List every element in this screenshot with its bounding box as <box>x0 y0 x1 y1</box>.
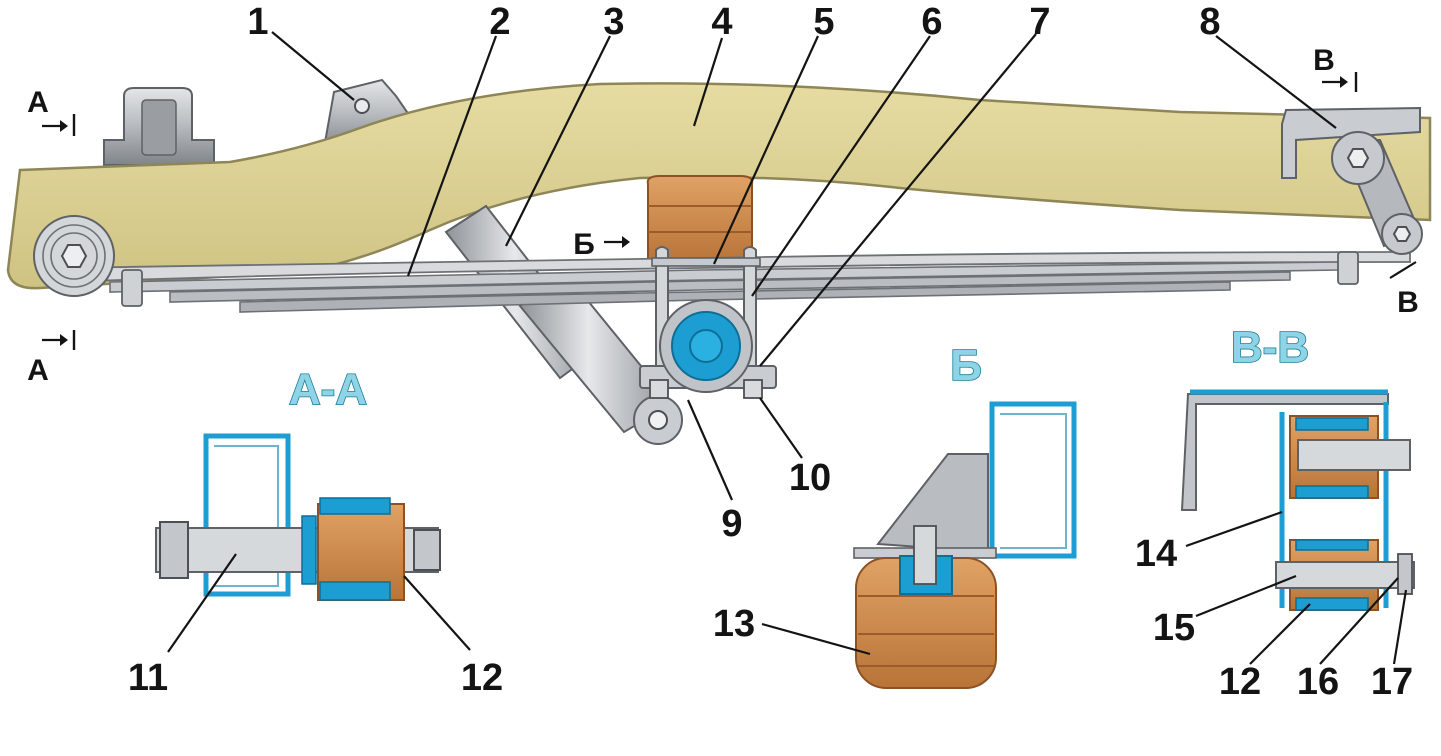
section-view-aa <box>155 433 441 601</box>
leader-lines-details <box>167 510 1408 665</box>
section-mark-v-bottom: В <box>1397 286 1419 319</box>
shock-absorber <box>444 204 683 445</box>
callout-1: 1 <box>247 1 268 43</box>
callout-17: 17 <box>1371 661 1413 703</box>
callout-11: 11 <box>128 657 168 699</box>
callout-numbers: 1 2 3 4 5 6 7 8 9 10 11 12 13 14 15 12 1… <box>128 1 1413 703</box>
callout-4: 4 <box>711 1 732 43</box>
callout-5: 5 <box>813 1 834 43</box>
callout-3: 3 <box>603 1 624 43</box>
view-title-vv: В-В <box>1231 323 1309 372</box>
section-mark-b: Б <box>573 228 595 261</box>
leaf-spring <box>59 251 1411 313</box>
callout-8: 8 <box>1199 1 1220 43</box>
callout-16: 16 <box>1297 661 1339 703</box>
view-title-b: Б <box>950 341 982 390</box>
callout-10: 10 <box>789 457 831 499</box>
section-view-b <box>853 401 1077 689</box>
section-mark-a-bottom: А <box>27 354 49 387</box>
callout-9: 9 <box>721 503 742 545</box>
callout-6: 6 <box>921 1 942 43</box>
spring-clip-rear <box>1337 251 1359 285</box>
section-mark-v-top: В <box>1313 44 1335 77</box>
spring-front-eye <box>33 215 115 297</box>
callout-7: 7 <box>1029 1 1050 43</box>
rear-shackle <box>1281 106 1423 255</box>
axle-mount <box>639 246 777 399</box>
view-title-aa: А-А <box>289 365 367 414</box>
callout-12-aa: 12 <box>461 657 503 699</box>
section-view-vv <box>1180 389 1415 611</box>
view-titles: А-А Б В-В <box>288 322 1310 415</box>
frame-bracket-left <box>103 87 215 166</box>
callout-13: 13 <box>713 603 755 645</box>
main-assembly <box>6 78 1432 445</box>
callout-12-vv: 12 <box>1219 661 1261 703</box>
spring-clip-front <box>121 269 143 307</box>
leader-lines-main <box>271 31 1337 501</box>
frame-side-member <box>6 82 1432 290</box>
callout-2: 2 <box>489 1 510 43</box>
section-arrows <box>42 72 1417 350</box>
section-mark-a-top: А <box>27 86 49 119</box>
callout-14: 14 <box>1135 533 1177 575</box>
bump-stop <box>646 175 754 263</box>
callout-15: 15 <box>1153 607 1195 649</box>
section-labels: А А Б В В <box>27 44 1419 387</box>
